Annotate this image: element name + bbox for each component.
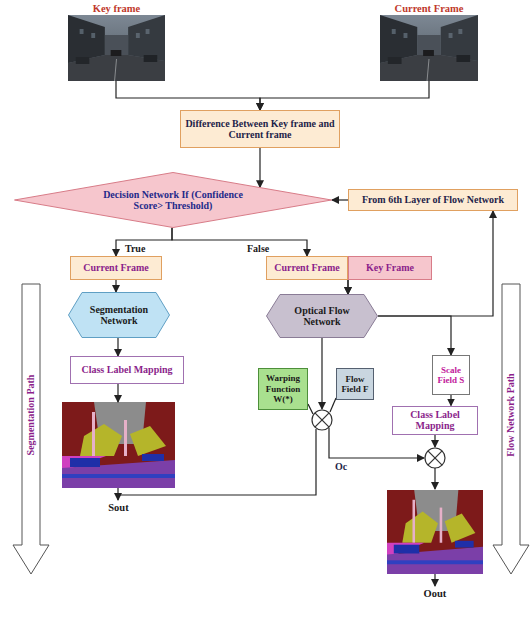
decision-diamond: Decision Network If (Confidence Score> T…	[14, 172, 332, 228]
input-box: Current Frame	[70, 256, 162, 280]
frame-heading: Current Frame	[395, 2, 464, 15]
current-frame-photo	[380, 15, 478, 81]
node-label: Warping Function W(*)	[262, 373, 304, 404]
node-label: Segmentation Network	[82, 304, 156, 327]
path-name: Flow Network Path	[505, 372, 517, 457]
path-arrow	[493, 284, 529, 574]
connector	[378, 316, 451, 355]
node-label: Flow Field F	[340, 374, 370, 395]
connector	[332, 199, 348, 200]
output-arrow	[434, 574, 435, 586]
flow-field-wire	[330, 398, 336, 412]
output-image: Sout	[62, 402, 175, 514]
output-arrow	[117, 488, 118, 500]
image-area	[62, 402, 175, 488]
outline	[267, 295, 378, 338]
field-box: Flow Field F	[336, 368, 374, 400]
network-hexagon: Optical Flow Network	[266, 294, 378, 338]
image-area	[387, 490, 483, 574]
node-label: Class Label Mapping	[396, 409, 474, 432]
edge-label: True	[124, 243, 146, 255]
connector	[450, 395, 451, 406]
node-label: Scale Field S	[436, 365, 466, 386]
node-label: From 6th Layer of Flow Network	[362, 194, 504, 206]
connector	[347, 280, 348, 294]
segmentation-map	[62, 402, 175, 488]
node-label: Optical Flow Network	[280, 305, 364, 328]
key-frame-photo	[68, 15, 165, 81]
path-arrow	[13, 284, 49, 574]
output-wire	[434, 468, 435, 489]
mapping-box: Class Label Mapping	[392, 406, 478, 435]
signal-name: Oc	[334, 461, 348, 473]
connector	[116, 81, 260, 110]
edge-label: False	[246, 243, 270, 255]
input-box: Current Frame	[266, 256, 348, 280]
node-label: Sout	[108, 502, 128, 514]
image-area	[68, 15, 165, 81]
connector	[259, 148, 260, 187]
function-box: Warping Function W(*)	[258, 368, 308, 410]
process-box: From 6th Layer of Flow Network	[348, 189, 518, 211]
connector	[172, 228, 307, 256]
image-area	[380, 15, 478, 81]
input-box: Key Frame	[348, 256, 432, 280]
node-label: Oout	[424, 588, 447, 600]
warp-wire	[308, 404, 313, 414]
frame-image: Current Frame	[380, 2, 478, 81]
connector	[260, 81, 429, 110]
path-name: Segmentation Path	[25, 374, 37, 457]
frame-heading: Key frame	[93, 2, 141, 15]
connector	[117, 338, 118, 356]
sout-wire	[118, 429, 316, 495]
outline	[69, 293, 170, 338]
connector	[116, 228, 172, 256]
connector	[117, 384, 118, 402]
frame-image: Key frame	[68, 2, 165, 81]
node-label: Decision Network If (Confidence Score> T…	[88, 189, 258, 212]
node-label: Key Frame	[366, 262, 414, 274]
field-box: Scale Field S	[432, 355, 470, 395]
outline	[15, 173, 332, 228]
multiply-symbol	[312, 410, 332, 430]
flow-wire	[321, 338, 322, 409]
node-label: Difference Between Key frame and Current…	[184, 118, 336, 141]
node-label: Class Label Mapping	[81, 364, 172, 376]
multiply-symbol	[425, 448, 445, 468]
node-label: Current Frame	[83, 262, 149, 274]
output-image: Oout	[387, 490, 483, 600]
network-hexagon: Segmentation Network	[68, 292, 170, 338]
segmentation-map	[387, 490, 483, 574]
mapping-box: Class Label Mapping	[70, 356, 184, 384]
node-label: Current Frame	[274, 262, 340, 274]
connector	[115, 280, 116, 292]
connector	[347, 280, 348, 294]
process-box: Difference Between Key frame and Current…	[180, 110, 340, 148]
